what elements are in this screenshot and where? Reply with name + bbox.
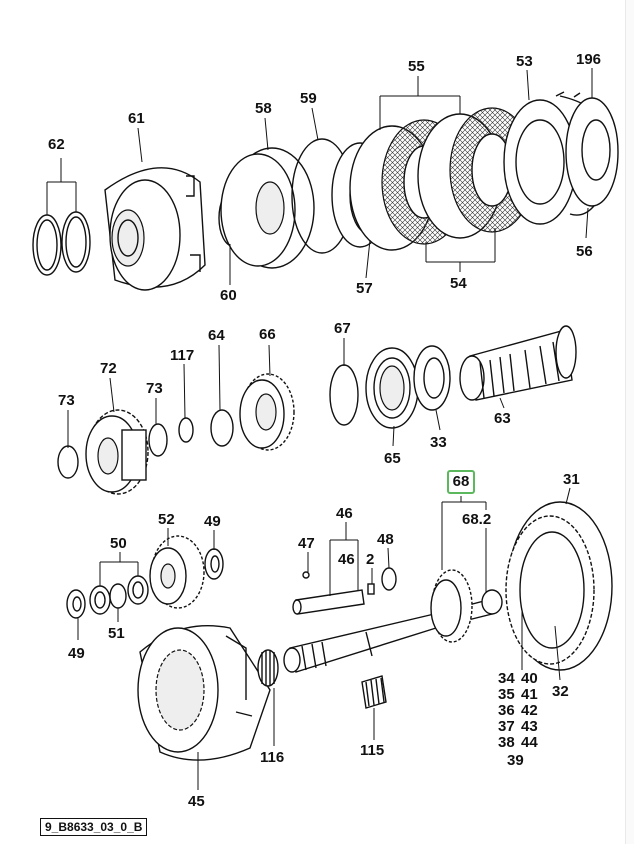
synchronizer-66 xyxy=(239,373,295,451)
label-66: 66 xyxy=(259,326,276,343)
label-36: 36 xyxy=(498,702,515,719)
needle-bearing-116 xyxy=(257,649,279,687)
label-34: 34 xyxy=(498,670,515,687)
label-42: 42 xyxy=(521,702,538,719)
snap-ring-73-right xyxy=(148,423,168,457)
ring-48 xyxy=(381,567,397,591)
label-58: 58 xyxy=(255,100,272,117)
label-33: 33 xyxy=(430,434,447,451)
carrier-45 xyxy=(137,625,271,761)
highlighted-callout-68[interactable]: 68 xyxy=(447,470,475,494)
label-62: 62 xyxy=(48,136,65,153)
needle-bearing-115 xyxy=(361,675,387,709)
callout-labels: 62 61 58 59 55 53 196 60 57 54 56 72 117… xyxy=(48,51,601,810)
label-40: 40 xyxy=(521,670,538,687)
label-64: 64 xyxy=(208,327,225,344)
snap-rings-62 xyxy=(32,211,91,276)
label-48: 48 xyxy=(377,531,394,548)
label-115: 115 xyxy=(360,742,384,759)
label-63: 63 xyxy=(494,410,511,427)
circlip-67 xyxy=(329,364,359,426)
label-47: 47 xyxy=(298,535,315,552)
snap-ring-73-left xyxy=(57,445,79,479)
label-52: 52 xyxy=(158,511,175,528)
label-43: 43 xyxy=(521,718,538,735)
label-49-top: 49 xyxy=(204,513,221,530)
label-51: 51 xyxy=(108,625,125,642)
scrollbar[interactable] xyxy=(625,0,634,844)
label-53: 53 xyxy=(516,53,533,70)
label-117: 117 xyxy=(170,347,194,364)
label-35: 35 xyxy=(498,686,515,703)
label-57: 57 xyxy=(356,280,373,297)
label-55: 55 xyxy=(408,58,425,75)
label-60: 60 xyxy=(220,287,237,304)
pin-46 xyxy=(292,589,365,615)
bearing-set-50 xyxy=(89,575,149,615)
label-65: 65 xyxy=(384,450,401,467)
washer-33 xyxy=(413,345,451,411)
label-73-left: 73 xyxy=(58,392,75,409)
piston-58 xyxy=(220,147,315,269)
label-32: 32 xyxy=(552,683,569,700)
label-116: 116 xyxy=(260,749,284,766)
label-196: 196 xyxy=(576,51,601,68)
washer-49-left xyxy=(66,589,86,619)
ring-117 xyxy=(178,417,194,443)
pin-2 xyxy=(367,583,375,595)
label-2: 2 xyxy=(366,551,374,568)
pin-47 xyxy=(302,571,310,579)
shaft-63 xyxy=(459,325,577,401)
leader-lines xyxy=(46,68,593,790)
label-72: 72 xyxy=(100,360,117,377)
label-31: 31 xyxy=(563,471,580,488)
label-44: 44 xyxy=(521,734,538,751)
gear-72 xyxy=(85,409,149,495)
label-46-inner: 46 xyxy=(338,551,355,568)
label-37: 37 xyxy=(498,718,515,735)
label-50: 50 xyxy=(110,535,127,552)
diagram-caption: 9_B8633_03_0_B xyxy=(40,818,148,836)
label-46-outer: 46 xyxy=(336,505,353,522)
ring-gear-31 xyxy=(505,501,613,671)
circlip-64 xyxy=(210,409,234,447)
label-68-2: 68.2 xyxy=(462,511,491,528)
disc-56 xyxy=(565,97,619,207)
label-73-right: 73 xyxy=(146,380,163,397)
label-49-bottom: 49 xyxy=(68,645,85,662)
label-45: 45 xyxy=(188,793,205,810)
clutch-housing-61 xyxy=(104,167,206,291)
gear-68 xyxy=(430,569,503,643)
label-38: 38 xyxy=(498,734,515,751)
label-39: 39 xyxy=(507,752,524,769)
gear-52 xyxy=(149,535,205,609)
washer-49-right xyxy=(204,548,224,580)
label-41: 41 xyxy=(521,686,538,703)
label-54: 54 xyxy=(450,275,467,292)
end-plate-53 xyxy=(503,99,577,225)
bearing-65 xyxy=(365,347,419,429)
label-61: 61 xyxy=(128,110,145,127)
label-59: 59 xyxy=(300,90,317,107)
label-67: 67 xyxy=(334,320,351,337)
label-56: 56 xyxy=(576,243,593,260)
